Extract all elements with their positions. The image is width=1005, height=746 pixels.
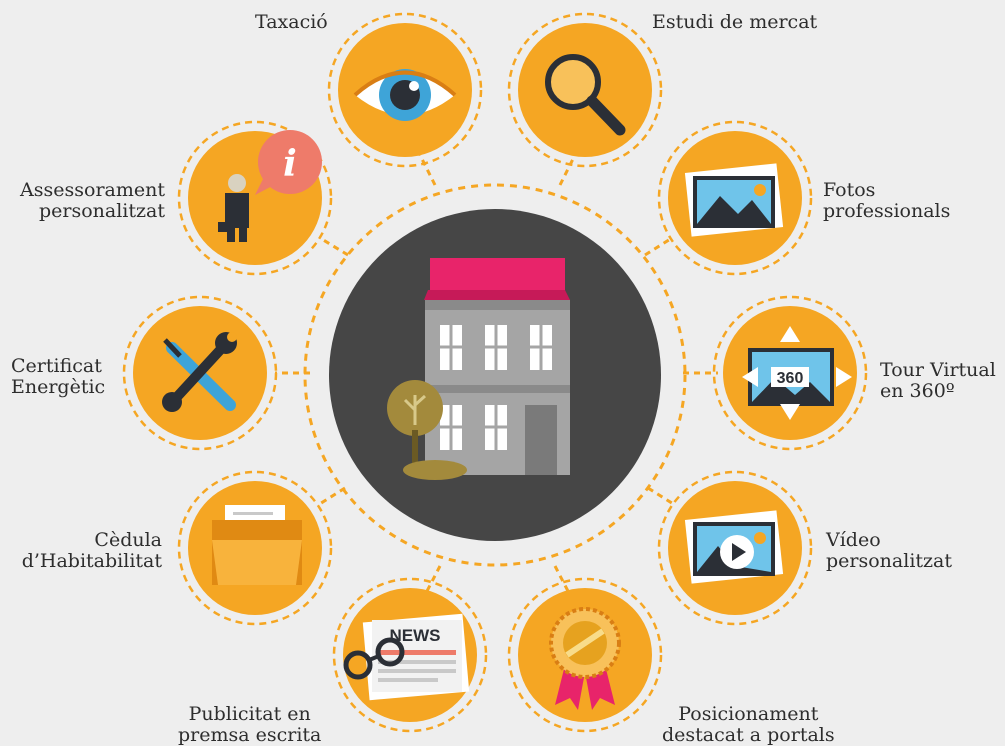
label-tour-line1: Tour Virtual [880, 359, 996, 381]
tools-icon [162, 332, 237, 412]
label-assessorament-line2: personalitzat [38, 200, 165, 222]
tour-badge-text: 360 [777, 370, 804, 387]
label-taxacio-line1: Taxació [255, 11, 328, 33]
label-estudi-mercat: Estudi de mercat [652, 12, 817, 33]
label-fotos: Fotos professionals [823, 180, 950, 222]
node-assessorament: i [177, 120, 333, 276]
label-cedula-line2: d’Habitabilitat [21, 550, 162, 572]
label-publicitat-line1: Publicitat en [188, 703, 311, 725]
photo-icon [684, 163, 784, 237]
label-certificat-line2: Energètic [11, 376, 106, 398]
label-publicitat-line2: premsa escrita [178, 724, 322, 746]
magnifier-icon [545, 54, 626, 136]
label-posicionament-line1: Posicionament [678, 703, 819, 725]
newspaper-icon [343, 613, 470, 701]
news-headline-text: NEWS [390, 626, 441, 645]
node-tour-virtual [712, 295, 868, 451]
node-publicitat [332, 577, 488, 733]
label-tour-line2: en 360º [880, 380, 955, 402]
label-tour-virtual: Tour Virtual en 360º [880, 360, 996, 402]
node-video [657, 470, 813, 626]
video-icon [684, 510, 784, 584]
label-fotos-line1: Fotos [823, 179, 876, 201]
eye-icon [353, 69, 457, 121]
central-hub [303, 183, 687, 567]
label-taxacio: Taxació [255, 12, 328, 33]
virtual-tour-icon [742, 326, 852, 420]
award-icon [549, 607, 621, 710]
building-icon [387, 258, 570, 480]
label-cedula: Cèdula d’Habitabilitat [22, 530, 162, 572]
label-assessorament: Assessorament personalitzat [20, 180, 165, 222]
node-estudi-mercat [507, 12, 663, 168]
label-assessorament-line1: Assessorament [20, 179, 165, 201]
node-posicionament [507, 577, 663, 733]
svg-text:i: i [283, 143, 297, 185]
label-video-line2: personalitzat [826, 550, 953, 572]
advisor-icon: i [218, 130, 322, 242]
label-certificat: Certificat Energètic [11, 356, 105, 398]
label-cedula-line1: Cèdula [94, 529, 162, 551]
node-taxacio [327, 12, 483, 168]
label-certificat-line1: Certificat [11, 355, 102, 377]
label-estudi-line1: Estudi de mercat [652, 11, 818, 33]
node-cedula [177, 470, 333, 626]
folder-icon [212, 505, 302, 585]
label-fotos-line2: professionals [823, 200, 951, 222]
label-posicionament: Posicionament destacat a portals [662, 704, 835, 746]
label-video-line1: Vídeo [826, 529, 881, 551]
label-publicitat: Publicitat en premsa escrita [178, 704, 321, 746]
label-video: Vídeo personalitzat [826, 530, 952, 572]
node-fotos [657, 120, 813, 276]
label-posicionament-line2: destacat a portals [662, 724, 835, 746]
node-certificat [122, 295, 278, 451]
